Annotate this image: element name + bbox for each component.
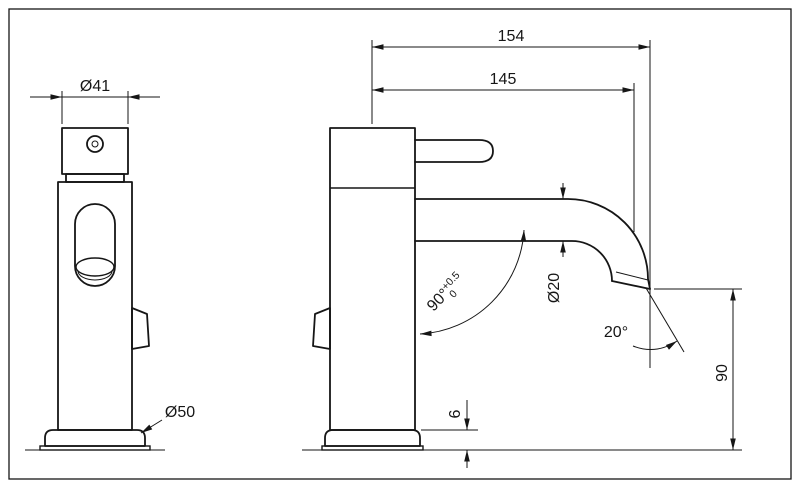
label-outlet-height: 90 [714, 364, 731, 382]
angle-arc [632, 340, 678, 351]
cap-button-outer [86, 135, 104, 153]
cap-button-inner [91, 140, 99, 148]
spout-end-face [611, 280, 651, 290]
dim-top-diameter: Ø41 [30, 78, 160, 124]
spout-inner-edge [414, 240, 613, 282]
popup-rod-tab-front [131, 307, 150, 350]
label-outlet-angle: 20° [604, 324, 628, 341]
drawing-frame [8, 8, 792, 480]
base-flange-side [324, 429, 421, 447]
dim-base-height: 6 [421, 400, 478, 468]
spout-recess-front [74, 203, 116, 287]
base-flange-front [44, 429, 146, 447]
lever-handle-side [414, 139, 494, 163]
label-spout-diameter: Ø20 [546, 273, 563, 303]
dim-outlet-angle: 20° [604, 287, 685, 353]
dim-spout-reach: 145 [372, 71, 635, 232]
label-base-diameter: Ø50 [165, 404, 195, 421]
outlet-ellipse-front [75, 257, 115, 277]
aerator-line [615, 271, 649, 281]
front-view [25, 127, 165, 451]
dim-outlet-height: 90 [654, 288, 742, 450]
label-overall-reach: 154 [498, 28, 525, 45]
popup-rod-tab-side [312, 307, 331, 350]
label-base-height: 6 [447, 409, 464, 418]
angle-ref-line [645, 287, 685, 353]
dim-base-diameter: Ø50 [140, 404, 195, 434]
leader-line [140, 419, 163, 434]
dim-spout-diameter: Ø20 [546, 183, 566, 303]
label-spout-reach: 145 [490, 71, 517, 88]
spout-outer-edge [414, 198, 651, 290]
dim-overall-reach: 154 [371, 28, 651, 368]
label-top-diameter: Ø41 [80, 78, 110, 95]
side-view [302, 127, 742, 451]
angle-arc [419, 229, 527, 337]
outlet-lower-edge-front [77, 270, 113, 281]
